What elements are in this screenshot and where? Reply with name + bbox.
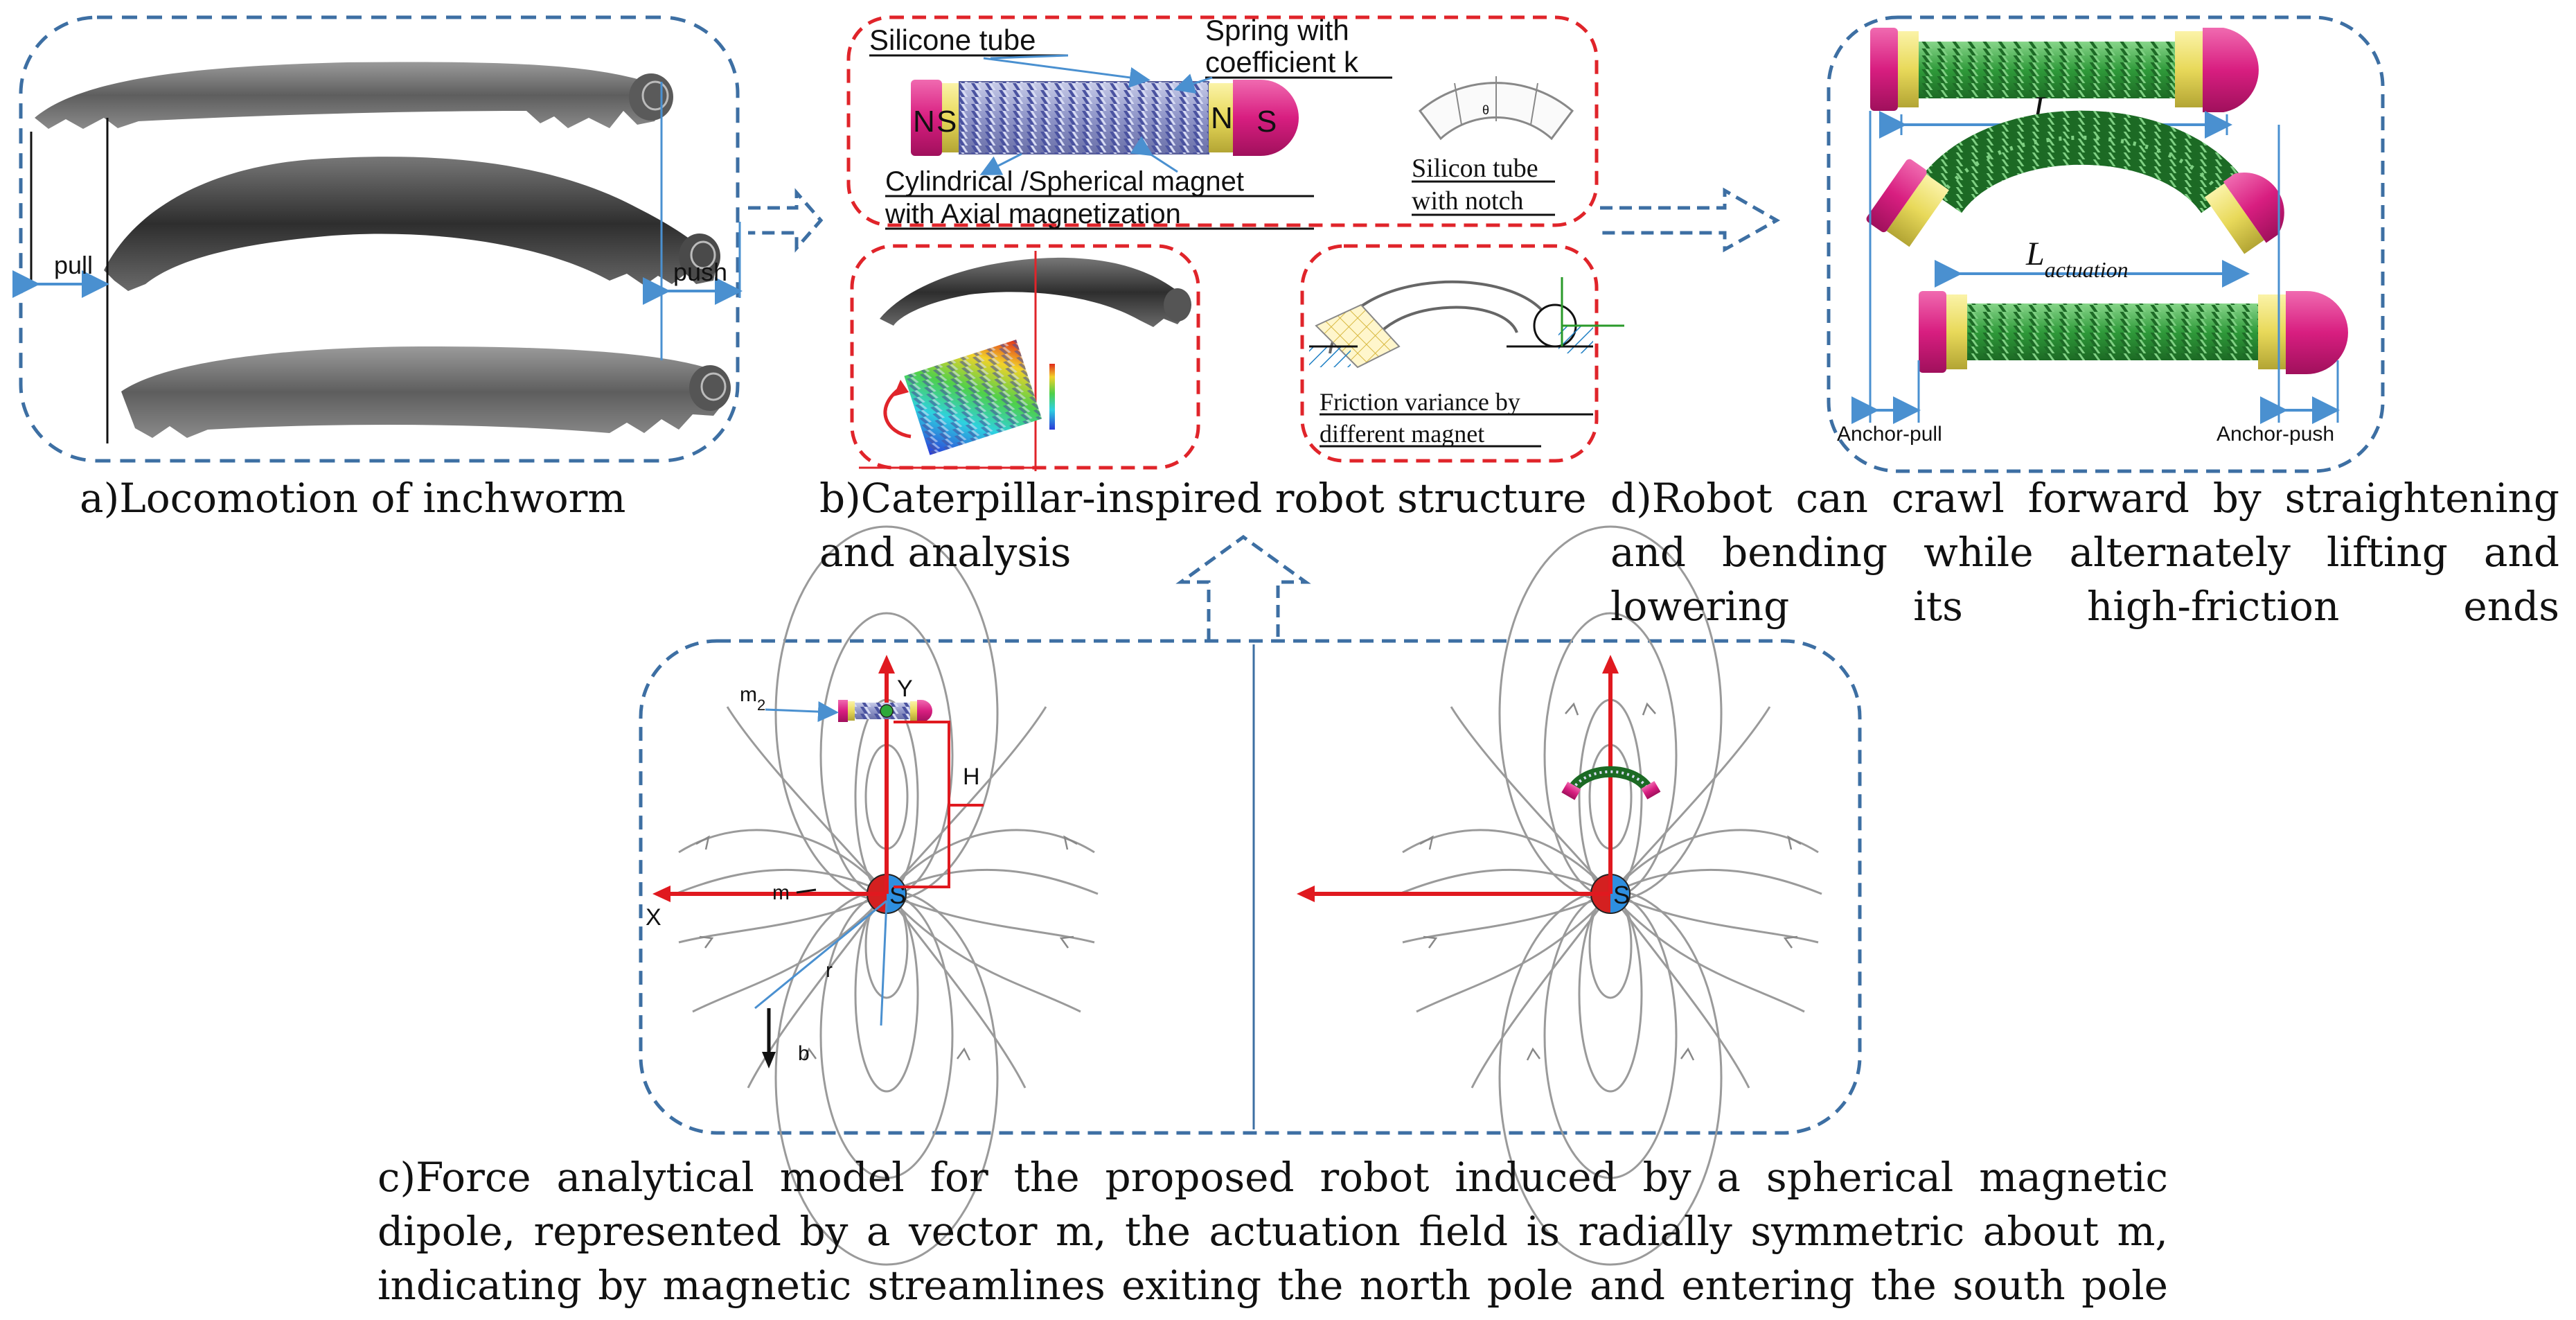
inchworm-arched (104, 157, 720, 291)
magnet-right-s: S (1256, 105, 1277, 139)
spring-label-line2: coefficient k (1205, 46, 1359, 78)
robot-straight-bottom (1919, 291, 2348, 374)
inchworm-contracted (121, 346, 731, 438)
arrow-c-to-b (1175, 534, 1311, 641)
dipole-right-s: S (1613, 881, 1630, 909)
magnet-left-s: S (936, 105, 957, 139)
robot-straight-top (1870, 28, 2259, 112)
m2-label-main: m (740, 683, 757, 706)
notch-tube-schematic: θ (1418, 76, 1574, 141)
caption-b-line1: b)Caterpillar-inspired robot structure (819, 475, 1587, 522)
robot-bent-middle (1866, 110, 2284, 254)
caption-d-line2: and bending while alternately lifting an… (1610, 529, 2559, 576)
panel-c-frame (639, 639, 1862, 1135)
arrow-b-to-d (1600, 187, 1781, 253)
lactuation-label: Lactuation (2025, 236, 2129, 282)
arrow-a-to-b (748, 188, 824, 253)
dipole-left-s: S (889, 881, 906, 909)
panel-d-frame (1827, 15, 2385, 473)
push-label: push (673, 258, 727, 286)
panel-a-frame (19, 15, 740, 463)
lactuation-label-main: L (2025, 236, 2045, 272)
magnet-label-line1: Cylindrical /Spherical magnet (885, 166, 1244, 197)
b-label: b (798, 1042, 810, 1065)
caption-c-line3: indicating by magnetic streamlines exiti… (377, 1262, 2168, 1309)
friction-label-line2: different magnet (1320, 420, 1484, 448)
panel-b-friction-frame (1300, 244, 1599, 463)
inchworm-stretched (35, 62, 673, 129)
m-vector-label: m (772, 881, 790, 904)
robot-bent-small (1561, 766, 1661, 800)
notch-label-line1: Silicon tube (1412, 154, 1538, 183)
panel-d: L0 Lactuation (1827, 15, 2385, 473)
h-label: H (963, 764, 980, 790)
pull-label: pull (54, 251, 93, 279)
panel-a: pull push (12, 15, 743, 463)
spring-fea-plot (883, 340, 1055, 455)
y-axis-label: Y (897, 676, 913, 702)
panel-b: N S N S Silicone tube Spring with coeffi… (846, 14, 1624, 471)
notch-label-line2: with notch (1412, 186, 1523, 215)
magnet-label-line2: with Axial magnetization (885, 199, 1181, 229)
caption-c-line2: dipole, represented by a vector m, the a… (377, 1208, 2168, 1255)
spring-label-line1: Spring with (1205, 14, 1349, 46)
caterpillar-photo (880, 257, 1191, 327)
svg-text:θ: θ (1482, 103, 1489, 117)
caption-b: b)Caterpillar-inspired robot structure a… (819, 471, 1595, 579)
panel-c: S Y X m m2 H r b (639, 525, 1862, 1266)
robot-on-axis (838, 700, 932, 722)
m2-label: m2 (740, 683, 765, 714)
magnet-right-n: N (1211, 101, 1233, 135)
x-axis-label: X (646, 904, 661, 931)
caption-b-line2: and analysis (819, 529, 1072, 576)
silicone-tube-label: Silicone tube (869, 24, 1036, 56)
magnet-left-n: N (913, 105, 935, 139)
caption-d-line3: lowering its high-friction ends (1610, 583, 2559, 630)
caption-a: a)Locomotion of inchworm (80, 475, 626, 522)
r-label: r (826, 959, 833, 982)
caption-c: c)Force analytical model for the propose… (377, 1150, 2168, 1312)
anchor-pull-label: Anchor-pull (1837, 423, 1942, 446)
panel-b-structure-frame (846, 15, 1599, 227)
m2-label-sub: 2 (757, 696, 765, 714)
field-lines-left (675, 525, 1099, 1266)
caption-c-line1: c)Force analytical model for the propose… (377, 1154, 2168, 1201)
robot-schematic: N S N S (911, 80, 1299, 156)
friction-label-line1: Friction variance by (1320, 388, 1520, 416)
lactuation-label-sub: actuation (2045, 257, 2129, 282)
r-line-vertical (880, 900, 888, 1026)
anchor-push-label: Anchor-push (2217, 423, 2334, 446)
field-arrows-right (1419, 702, 1802, 1061)
caption-d: d)Robot can crawl forward by straighteni… (1610, 471, 2559, 633)
caption-d-line1: d)Robot can crawl forward by straighteni… (1610, 475, 2559, 522)
r-line (754, 899, 887, 1010)
friction-schematic (1309, 277, 1624, 369)
